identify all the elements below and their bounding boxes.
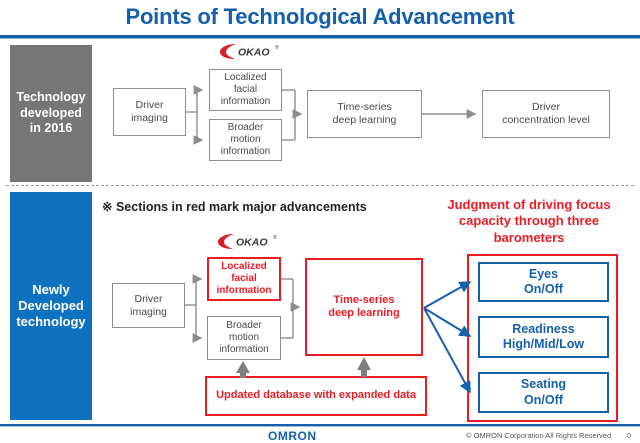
box-label-line1: Driver <box>532 101 560 114</box>
box-label-line1: Time-series <box>337 101 392 114</box>
barometer-headline-line3: barometers <box>493 229 565 245</box>
box-label-line2: facial <box>231 272 257 284</box>
title-divider <box>0 35 640 38</box>
box-time-series-2016: Time-series deep learning <box>307 90 422 138</box>
barometer-box-seating: Seating On/Off <box>478 372 609 413</box>
box-broader-motion-2016: Broader motion information <box>209 119 282 161</box>
section-label-new: Newly Developed technology <box>10 192 92 420</box>
box-label-line3: information <box>220 96 271 108</box>
barometer-label-line1: Eyes <box>528 266 559 281</box>
barometer-headline: Judgment of driving focus capacity throu… <box>420 197 638 246</box>
box-label-line2: deep learning <box>332 114 397 126</box>
box-label-line2: motion <box>230 133 261 145</box>
omron-logo: OMRON <box>268 429 317 443</box>
red-mark-note: ※ Sections in red mark major advancement… <box>102 200 367 214</box>
box-label-line3: information <box>220 146 271 158</box>
box-label-line2: imaging <box>131 112 168 124</box>
section-label-2016-line2: developed <box>20 105 82 120</box>
box-label-line2: imaging <box>130 305 167 318</box>
section-label-2016: Technology developed in 2016 <box>10 45 92 182</box>
box-time-series-new: Time-series deep learning <box>305 258 423 356</box>
box-localized-facial-2016: Localized facial information <box>209 69 282 111</box>
barometer-box-readiness: Readiness High/Mid/Low <box>478 316 609 358</box>
svg-text:OKAO: OKAO <box>238 47 270 59</box>
box-localized-facial-new: Localized facial information <box>207 257 281 301</box>
box-label-line1: Driver <box>135 99 164 112</box>
copyright-text: © OMRON Corporation All Rights Reserved <box>466 431 612 440</box>
svg-text:®: ® <box>273 234 277 241</box>
barometer-label-line1: Seating <box>520 377 567 392</box>
box-label-line1: Time-series <box>333 293 395 306</box>
barometer-arrows <box>423 281 472 394</box>
box-label-line1: Broader <box>226 319 262 331</box>
box-label-line2: facial <box>233 83 258 95</box>
box-driver-imaging-2016: Driver imaging <box>113 88 186 136</box>
barometer-headline-line1: Judgment of driving focus <box>447 197 611 212</box>
box-label-line3: information <box>219 344 269 356</box>
box-driver-imaging-new: Driver imaging <box>112 283 185 328</box>
svg-text:OKAO: OKAO <box>236 237 268 249</box>
barometer-label-line2: On/Off <box>524 392 563 407</box>
barometer-label-line2: On/Off <box>524 282 563 296</box>
box-label-line1: Broader <box>227 121 264 133</box>
barometer-headline-line2: capacity through three <box>458 213 600 229</box>
section-label-new-line1: Newly <box>32 281 70 297</box>
box-label-line3: information <box>216 285 272 297</box>
barometer-label-line1: Readiness <box>512 321 575 336</box>
page-title: Points of Technological Advancement <box>125 4 515 29</box>
section-label-new-line3: technology <box>16 314 86 330</box>
section-label-new-line2: Developed <box>18 297 84 313</box>
barometer-box-eyes: Eyes On/Off <box>478 262 609 302</box>
barometer-label-line2: High/Mid/Low <box>502 337 585 351</box>
box-label-line2: concentration level <box>502 114 590 126</box>
footer-divider-secondary <box>0 426 640 427</box>
svg-text:®: ® <box>275 44 279 51</box>
box-label-line2: deep learning <box>328 307 400 319</box>
arrow-up-to-time-series <box>357 357 371 377</box>
box-label-line1: Localized <box>221 260 267 272</box>
box-broader-motion-new: Broader motion information <box>207 316 281 360</box>
title-divider-secondary <box>0 38 640 39</box>
box-label-line1: Driver <box>134 292 163 305</box>
okao-logo-icon-lower: OKAO ® <box>216 231 278 251</box>
section-divider <box>6 185 634 186</box>
box-label-line2: motion <box>228 331 259 343</box>
okao-logo-icon: OKAO ® <box>218 41 280 61</box>
section-label-2016-line1: Technology <box>16 90 86 105</box>
footer-divider <box>0 424 640 426</box>
box-driver-concentration-2016: Driver concentration level <box>482 90 610 138</box>
section-label-2016-line3: in 2016 <box>29 121 73 136</box>
page-number: 0 <box>627 431 632 440</box>
box-label: Updated database with expanded data <box>216 389 416 402</box>
box-label-line1: Localized <box>224 71 267 83</box>
box-updated-database: Updated database with expanded data <box>205 376 427 416</box>
